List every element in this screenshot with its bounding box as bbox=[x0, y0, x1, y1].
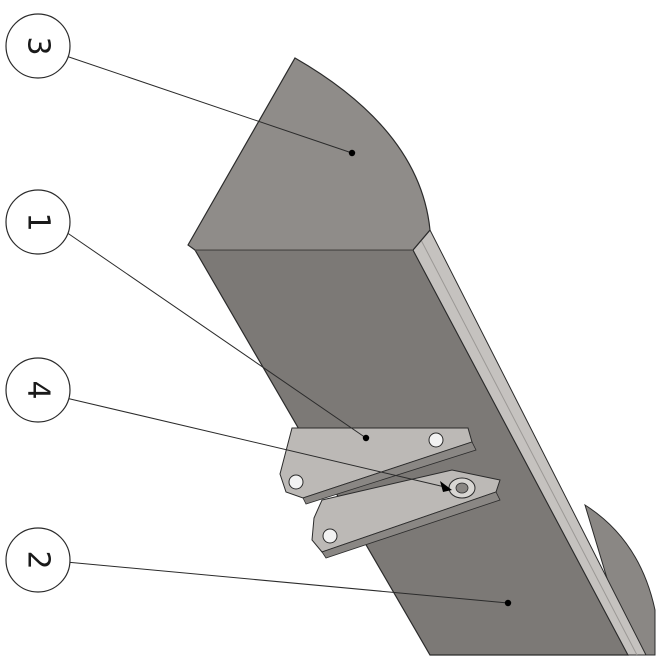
callout-3: 3 bbox=[5, 13, 71, 79]
lower-bracket-hole-left bbox=[322, 528, 338, 544]
leader-line-2 bbox=[65, 561, 509, 604]
callout-4: 4 bbox=[5, 357, 71, 423]
leader-line-1 bbox=[65, 231, 367, 439]
upper-bracket-hole-left bbox=[288, 474, 304, 490]
callout-1: 1 bbox=[5, 189, 71, 255]
leader-arrow-4 bbox=[440, 481, 452, 492]
callout-2: 2 bbox=[5, 527, 71, 593]
side-strip-edge-line bbox=[420, 239, 638, 656]
callout-label-4: 4 bbox=[21, 380, 56, 399]
leader-line-3 bbox=[65, 55, 353, 154]
bottom-end-cap bbox=[584, 503, 656, 656]
callout-label-1: 1 bbox=[21, 212, 56, 231]
leader-dot-3 bbox=[348, 149, 356, 157]
bracket-pin bbox=[448, 477, 476, 499]
upper-bracket bbox=[279, 427, 477, 505]
callout-label-3: 3 bbox=[21, 36, 56, 55]
leader-dot-1 bbox=[362, 434, 370, 442]
top-end-cap bbox=[187, 57, 431, 251]
leader-line-4 bbox=[65, 397, 446, 488]
upper-bracket-hole-right bbox=[428, 432, 444, 448]
leader-dot-2 bbox=[504, 599, 512, 607]
callout-label-2: 2 bbox=[21, 550, 56, 569]
